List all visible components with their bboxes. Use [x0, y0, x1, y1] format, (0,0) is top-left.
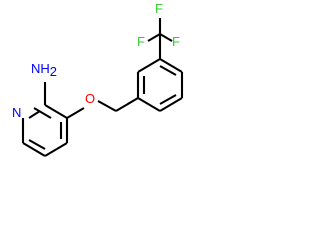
molecule-structure: NH2 N O F F F — [12, 1, 184, 157]
bond-b2-b3 — [137, 58, 161, 73]
bond-b3-b4-inner — [159, 65, 177, 76]
bond-ch2-aryl — [115, 97, 139, 112]
bond-b6-b1 — [137, 97, 161, 112]
f-top-label: F — [155, 1, 163, 16]
bond-c3-c2 — [44, 104, 68, 119]
bond-cf3-f-right — [159, 33, 173, 42]
f-left-label: F — [137, 34, 145, 49]
f-right-label: F — [172, 34, 180, 49]
bond-b3-b4 — [159, 58, 183, 73]
bond-b5-b6-inner — [159, 94, 177, 105]
structure-canvas: NH2 N O F F F — [12, 1, 184, 157]
bond-c2-n1-inner — [28, 110, 41, 119]
bond-o-ch2 — [97, 100, 117, 112]
nh2-label: NH2 — [31, 61, 57, 79]
bond-c2-n1 — [33, 107, 52, 119]
pyridine-n-label: N — [12, 105, 21, 120]
bond-c6-c5-inner — [28, 139, 46, 150]
ether-o-label: O — [85, 91, 95, 106]
bond-c5-c4 — [44, 142, 68, 157]
bond-c6-c5 — [22, 142, 46, 157]
bond-b5-b6 — [159, 97, 183, 112]
bond-cf3-f-left — [147, 33, 161, 42]
bond-c3-o — [66, 107, 85, 119]
